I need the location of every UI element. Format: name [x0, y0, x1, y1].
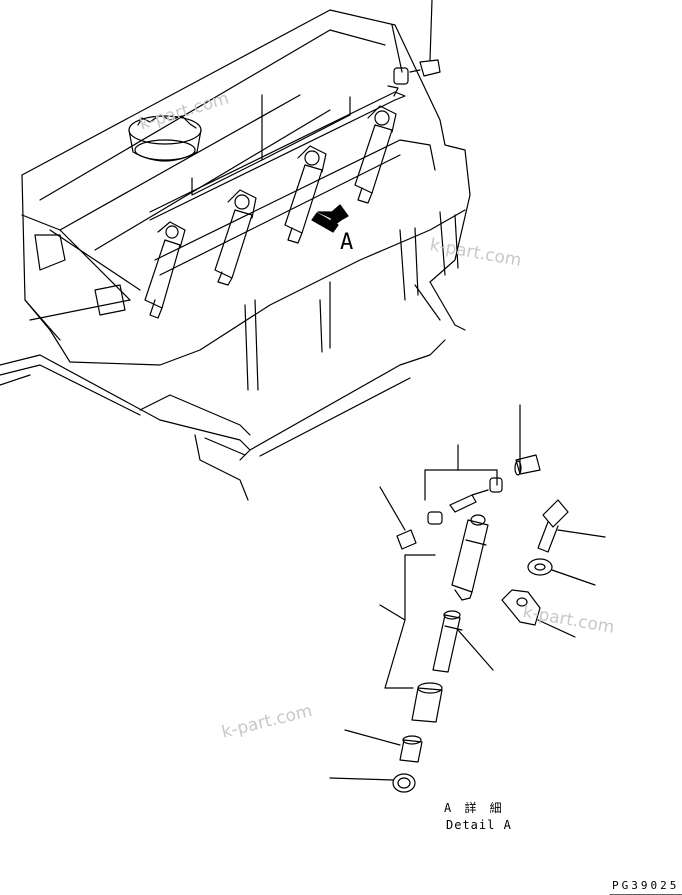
injector-sleeve — [411, 687, 443, 723]
detail-title-en: Detail A — [446, 818, 512, 832]
fuel-injector-4 — [354, 105, 397, 204]
callout-label: A — [340, 230, 354, 255]
injector-body — [451, 519, 489, 593]
fuel-injector-3 — [284, 145, 327, 244]
fuel-injector-1 — [144, 221, 186, 319]
injector-clamp — [501, 589, 541, 626]
drawing-code: PG39025 — [612, 879, 680, 892]
washer — [527, 558, 553, 576]
leader-lines-main — [191, 0, 433, 196]
nozzle-holder — [432, 614, 461, 673]
engine-block — [0, 9, 471, 501]
callout-arrow-icon — [317, 204, 349, 227]
o-ring — [392, 773, 416, 793]
detail-title-jp: A 詳 細 — [444, 801, 505, 815]
hose-clip — [489, 477, 503, 493]
detail-a-view — [329, 404, 606, 793]
seal-ring — [399, 739, 423, 763]
fuel-return-line — [149, 59, 441, 221]
fuel-injector-2 — [214, 189, 257, 286]
mounting-bolt — [542, 499, 569, 528]
hose-end — [515, 454, 541, 475]
callout-arrow-shaft — [311, 212, 339, 233]
hose-clip — [427, 511, 443, 525]
hose-piece — [396, 529, 417, 550]
